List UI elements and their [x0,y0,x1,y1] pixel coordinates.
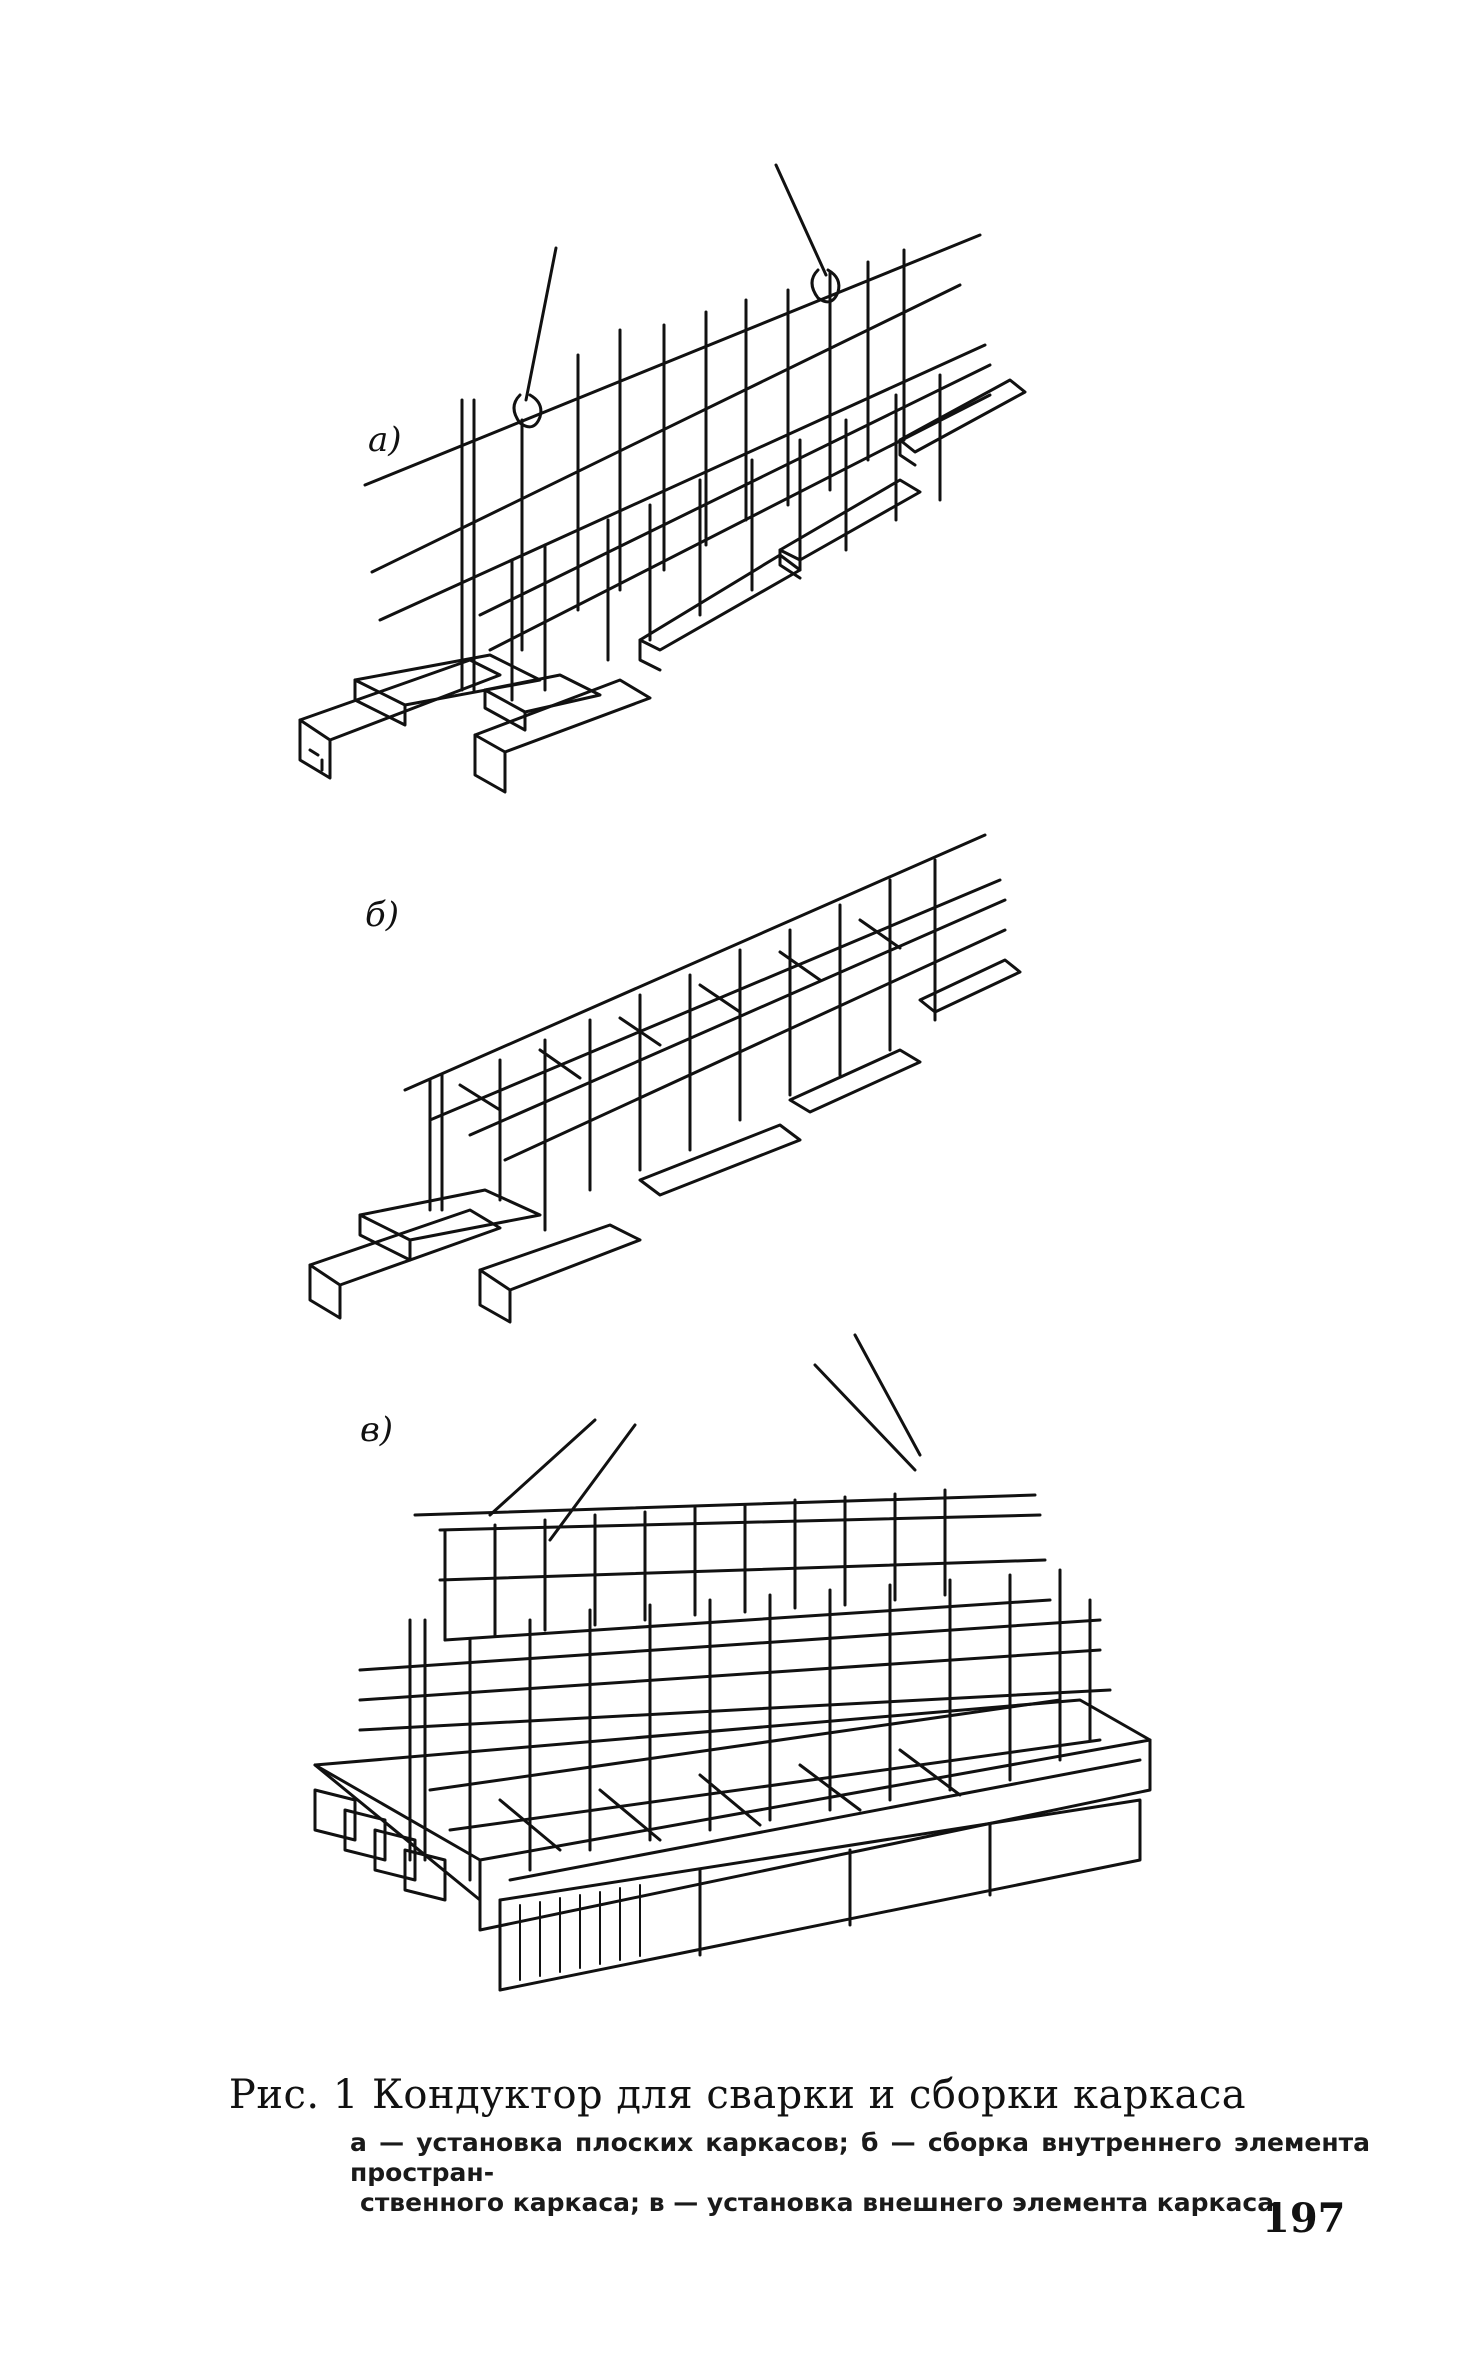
panel-label-b: б) [365,895,400,935]
figure-caption-body: а — установка плоских каркасов; б — сбор… [350,2128,1370,2218]
panel-a-drawing [298,163,1027,794]
panel-c-drawing [313,1333,1152,1992]
page-number: 197 [1262,2195,1346,2242]
panel-label-v: в) [360,1410,394,1450]
figure-caption-title: Рис. 1 Кондуктор для сварки и сборки кар… [228,2072,1247,2118]
panel-label-a: а) [368,420,402,460]
panel-b-drawing [308,833,1022,1324]
caption-line-2: ственного каркаса; в — установка внешнег… [360,2188,1275,2217]
caption-line-1: а — установка плоских каркасов; б — сбор… [350,2128,1370,2187]
